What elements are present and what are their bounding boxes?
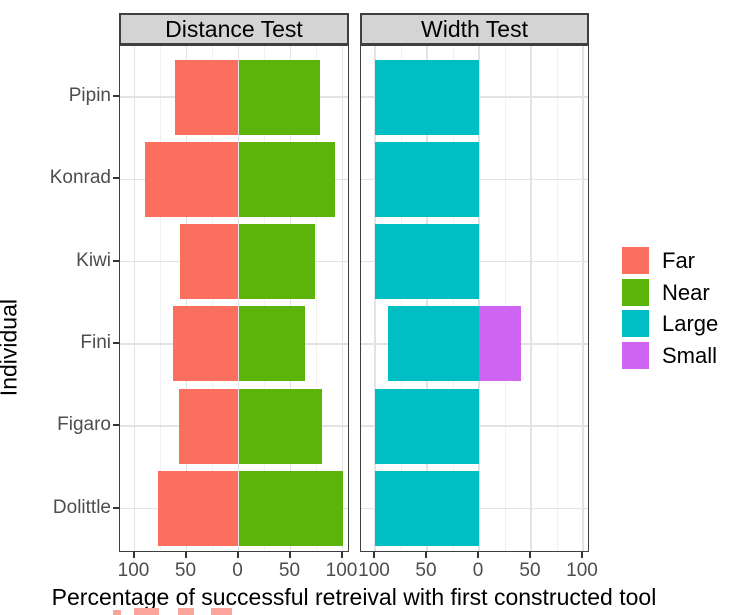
bar-small-fini <box>479 306 521 382</box>
x-tick-label-0-0: 100 <box>117 560 150 581</box>
y-label-pipin: Pipin <box>68 85 111 106</box>
y-tick-kiwi <box>113 259 119 262</box>
legend-swatch-far <box>622 247 649 274</box>
cutoff-mark-0 <box>113 610 121 615</box>
y-tick-fini <box>113 341 119 344</box>
facet-title-distance-test: Distance Test <box>165 15 303 42</box>
bar-near-kiwi <box>238 224 316 300</box>
x-tick-1-3 <box>529 552 531 558</box>
bar-far-figaro <box>179 388 239 464</box>
gridline-x-75 <box>556 46 558 551</box>
bar-large-konrad <box>375 141 479 217</box>
y-tick-konrad <box>113 177 119 180</box>
bar-near-fini <box>238 306 306 382</box>
y-label-fini: Fini <box>80 331 111 353</box>
gridline-x-25 <box>504 46 506 551</box>
x-tick-label-0-1: 50 <box>174 560 197 581</box>
legend-label-near: Near <box>662 279 710 305</box>
panel-width-test <box>360 45 589 552</box>
x-tick-label-1-0: 100 <box>358 560 390 581</box>
legend-swatch-large <box>622 310 649 337</box>
x-tick-0-3 <box>288 552 291 558</box>
y-label-kiwi: Kiwi <box>76 249 111 271</box>
x-tick-0-4 <box>340 552 343 558</box>
legend-item-near: Near <box>622 278 727 307</box>
x-tick-label-0-4: 100 <box>325 560 358 581</box>
x-tick-0-0 <box>132 552 135 558</box>
bar-far-dolittle <box>158 471 239 546</box>
x-tick-1-1 <box>425 552 427 558</box>
x-tick-label-0-3: 50 <box>278 560 301 581</box>
legend-item-small: Small <box>622 341 727 370</box>
cutoff-mark-1 <box>134 608 159 615</box>
facet-strip-distance-test: Distance Test <box>119 13 349 45</box>
gridline-x-100 <box>341 46 344 551</box>
legend-swatch-small <box>622 341 649 369</box>
x-tick-label-1-1: 50 <box>415 560 437 581</box>
legend-label-large: Large <box>662 311 719 336</box>
bar-far-konrad <box>144 141 239 217</box>
x-tick-label-1-3: 50 <box>519 560 541 581</box>
facet-strip-width-test: Width Test <box>360 13 589 45</box>
x-tick-0-1 <box>184 552 187 558</box>
x-tick-label-0-2: 0 <box>232 560 243 581</box>
x-axis-title: Percentage of successful retreival with … <box>51 584 657 610</box>
bar-large-fini <box>388 306 479 382</box>
bar-far-fini <box>172 306 239 382</box>
bar-far-kiwi <box>180 224 239 300</box>
x-tick-1-2 <box>477 552 479 558</box>
cutoff-mark-2 <box>178 608 194 615</box>
bar-large-kiwi <box>375 224 479 300</box>
legend-swatch-near <box>622 278 649 306</box>
panel-distance-test <box>119 45 349 552</box>
gridline-x-50 <box>530 46 532 551</box>
y-label-konrad: Konrad <box>49 167 111 189</box>
bar-near-dolittle <box>238 471 343 546</box>
x-tick-label-1-4: 100 <box>566 560 598 581</box>
gridline-x-75 <box>316 46 317 551</box>
x-tick-1-4 <box>581 552 583 558</box>
y-label-figaro: Figaro <box>57 414 111 436</box>
gridline-x--75 <box>160 46 161 551</box>
x-tick-1-0 <box>373 552 375 558</box>
legend-label-small: Small <box>662 342 718 368</box>
bar-far-pipin <box>175 59 239 135</box>
y-tick-figaro <box>113 424 119 427</box>
x-tick-0-2 <box>236 552 239 558</box>
x-tick-label-1-2: 0 <box>472 560 484 581</box>
gridline-x-0 <box>478 46 480 551</box>
y-tick-dolittle <box>113 506 119 509</box>
bar-large-figaro <box>375 388 479 464</box>
legend-item-far: Far <box>622 247 727 275</box>
gridline-x--100 <box>133 46 136 551</box>
y-tick-pipin <box>113 95 119 97</box>
gridline-x-100 <box>582 46 584 551</box>
facet-title-width-test: Width Test <box>421 15 528 42</box>
bar-large-pipin <box>375 59 479 135</box>
bar-large-dolittle <box>375 471 479 546</box>
cutoff-mark-3 <box>211 608 232 615</box>
bar-near-figaro <box>238 388 322 464</box>
bar-near-konrad <box>238 141 336 217</box>
legend-label-far: Far <box>662 248 695 273</box>
legend-item-large: Large <box>622 310 727 338</box>
y-label-dolittle: Dolittle <box>52 496 111 518</box>
bar-near-pipin <box>238 59 320 135</box>
